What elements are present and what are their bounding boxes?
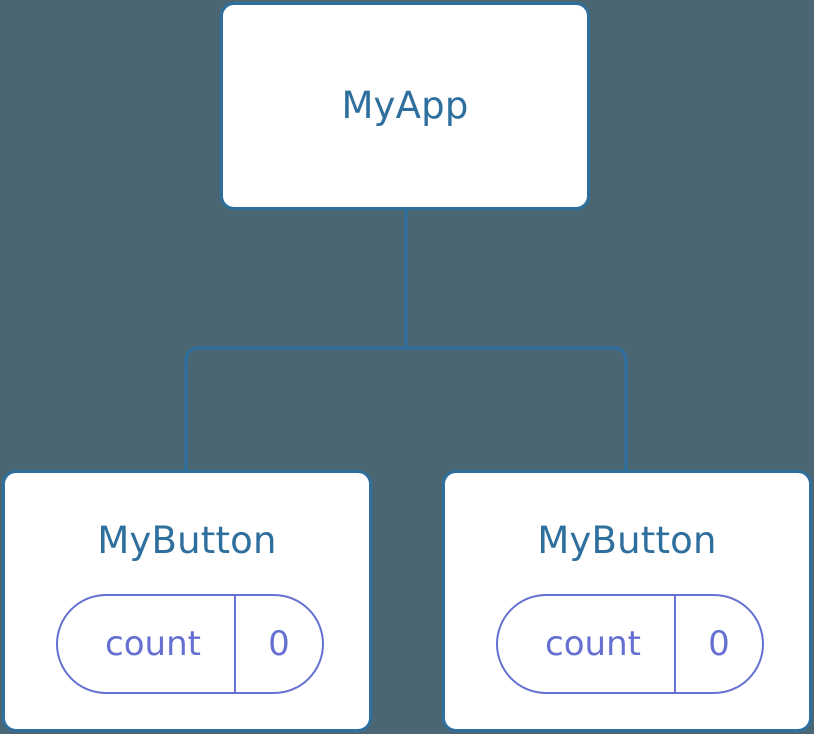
node-title: MyButton (537, 519, 717, 562)
node-title: MyApp (341, 83, 469, 127)
node-title: MyButton (97, 519, 277, 562)
state-pill[interactable]: count 0 (56, 594, 324, 694)
state-key: count (58, 596, 236, 692)
state-value: 0 (708, 624, 730, 664)
state-value: 0 (268, 624, 290, 664)
state-pill[interactable]: count 0 (496, 594, 764, 694)
node-myapp[interactable]: MyApp (220, 2, 590, 210)
edge-branch-bar (184, 346, 628, 470)
node-mybutton-left[interactable]: MyButton count 0 (2, 470, 372, 732)
node-mybutton-right[interactable]: MyButton count 0 (442, 470, 812, 732)
state-key: count (498, 596, 676, 692)
